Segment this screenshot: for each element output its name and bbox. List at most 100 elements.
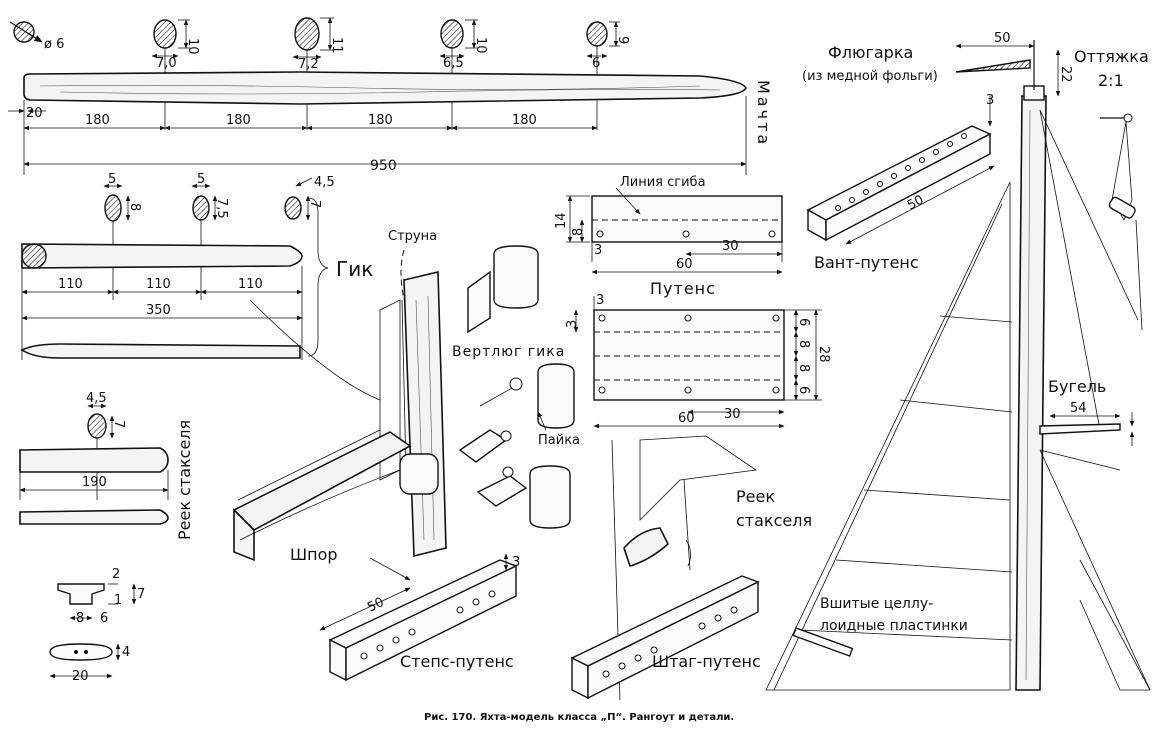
- reek-sec-h: 7: [111, 420, 126, 428]
- mast-seg3: 180: [368, 113, 393, 128]
- putens2-r3: 8: [796, 364, 811, 372]
- mast-sec3-h: 10: [473, 37, 488, 54]
- cleat-a: 2: [112, 567, 120, 582]
- vshitye-label-2: лоидные пластинки: [820, 618, 968, 634]
- putens2-r4: 6: [796, 386, 811, 394]
- boom-top-view: [21, 243, 303, 269]
- boom-sec2-h: 7,5: [214, 198, 229, 219]
- boom-seg3: 110: [238, 277, 263, 292]
- putens-label: Путенс: [650, 279, 716, 298]
- mast-sec1-h: 10: [185, 38, 200, 55]
- mast-sec3-w: 6,5: [443, 56, 464, 71]
- mast-end-dim: 20: [26, 106, 43, 121]
- steps-h: 3: [512, 555, 520, 570]
- mast-top-section: ø 6: [9, 21, 64, 52]
- vant-len: 50: [905, 193, 927, 214]
- mast-body: [23, 71, 747, 105]
- cleat-c: 1: [114, 593, 122, 608]
- reek-label-right-1: Реек: [736, 487, 775, 506]
- reek-side-view: [19, 509, 169, 525]
- jib-batten-group: 4,5 7 190 Реек стакселя: [19, 391, 194, 540]
- putens2-len: 60: [678, 411, 695, 426]
- putens2-h: 28: [816, 346, 831, 363]
- ottyazhka-label: Оттяжка: [1074, 47, 1149, 66]
- mast-seg4: 180: [512, 113, 537, 128]
- mast-seg2: 180: [226, 113, 251, 128]
- cleat-th: 4: [122, 645, 130, 660]
- mast-section-2: 11 7,2: [292, 17, 344, 130]
- steps-putens-label: Степс-путенс: [400, 652, 514, 671]
- vane-len: 50: [994, 31, 1011, 46]
- boom-seg1: 110: [58, 277, 83, 292]
- cleat-w1: 8: [76, 611, 84, 626]
- bugel-label: Бугель: [1048, 377, 1106, 396]
- reek-label-right-2: стакселя: [736, 511, 812, 530]
- boom-seg2: 110: [146, 277, 171, 292]
- payka-label: Пайка: [538, 433, 580, 448]
- reek-total: 190: [82, 475, 107, 490]
- putens2-r2: 8: [796, 340, 811, 348]
- boom-sec2-w: 5: [197, 172, 205, 187]
- boom-sec1-h: 8: [127, 203, 142, 211]
- mast-total: 950: [370, 158, 397, 174]
- putens-patterns: Линия сгиба 14 8 3 30 60 Путенс 3 3 6 8 …: [554, 175, 831, 429]
- reek-sec-w: 4,5: [86, 391, 107, 406]
- steps-len: 50: [365, 595, 386, 616]
- reek-top-view: [19, 447, 169, 473]
- flyugarka-sub: (из медной фольги): [802, 69, 938, 84]
- boom-section-3: 4,5 7: [284, 175, 335, 221]
- mast-section-4: 9 6: [586, 21, 630, 130]
- mast-foot-assembly: 50 3 Струна Шпор Степс-путенс: [232, 229, 520, 682]
- putens1-len: 60: [676, 257, 693, 272]
- putens1-e: 3: [594, 243, 602, 258]
- vant-h: 3: [986, 93, 994, 108]
- mast-sec1-w: 7,0: [156, 56, 177, 71]
- putens2-l: 3: [565, 320, 580, 328]
- mast-sec2-h: 11: [329, 37, 344, 54]
- boom-label: Гик: [336, 257, 373, 281]
- mast-section-3: 10 6,5: [439, 19, 488, 130]
- boom-section-2: 5 7,5: [191, 172, 229, 300]
- mast-label: Мачта: [754, 80, 773, 147]
- mast-top-dia: ø 6: [44, 37, 64, 52]
- putens2-top: 3: [596, 293, 604, 308]
- cleat-len: 20: [72, 669, 89, 684]
- shtag-putens-label: Штаг-путенс: [652, 652, 761, 671]
- liniya-sgiba-label: Линия сгиба: [620, 175, 706, 190]
- boom-sec3-w: 4,5: [314, 175, 335, 190]
- boom-sec1-w: 5: [108, 172, 116, 187]
- putens1-h2: 8: [571, 228, 586, 236]
- putens1-h1: 14: [554, 212, 569, 229]
- bugel-len: 54: [1070, 401, 1087, 416]
- putens2-sp: 30: [724, 407, 741, 422]
- mast-sec2-w: 7,2: [298, 57, 319, 72]
- mast-group: ø 6 10 7,0 11 7,2 10: [8, 17, 773, 175]
- ottyazhka-ratio: 2:1: [1098, 71, 1124, 90]
- vant-putens-label: Вант-путенс: [814, 253, 919, 272]
- flyugarka-label: Флюгарка: [828, 43, 913, 62]
- shpor-label: Шпор: [290, 545, 338, 564]
- boom-sec3-h: 7: [307, 200, 322, 208]
- putens1-sp: 30: [722, 239, 739, 254]
- mast-sec4-h: 9: [615, 36, 630, 44]
- rig-group: 50 22 Флюгарка (из медной фольги) Оттяжк…: [765, 31, 1151, 691]
- struna-label: Струна: [388, 229, 437, 244]
- boom-group: 5 8 5 7,5 4,5 7 110 110 110 350: [20, 172, 373, 360]
- figure-caption: Рис. 170. Яхта-модель класса „П“. Рангоу…: [424, 712, 734, 723]
- reek-label-left: Реек стакселя: [175, 420, 194, 540]
- boom-side-view: [20, 343, 301, 359]
- vertlyug-label: Вертлюг гика: [452, 344, 565, 360]
- cleat-b: 7: [137, 587, 145, 602]
- boom-section-1: 5 8: [103, 172, 142, 300]
- cleat-group: 2 7 1 8 6 4 20: [49, 567, 145, 684]
- putens2-r1: 6: [796, 318, 811, 326]
- cleat-w2: 6: [100, 611, 108, 626]
- mast-section-1: 10 7,0: [151, 19, 200, 130]
- vshitye-label-1: Вшитые целлу-: [820, 596, 933, 612]
- mast-sec4-w: 6: [592, 56, 600, 71]
- vane-h: 22: [1058, 66, 1073, 83]
- stay-putens-assembly: Реек стакселя Штаг-путенс: [570, 435, 812, 701]
- mast-seg1: 180: [85, 113, 110, 128]
- boom-total: 350: [146, 303, 171, 318]
